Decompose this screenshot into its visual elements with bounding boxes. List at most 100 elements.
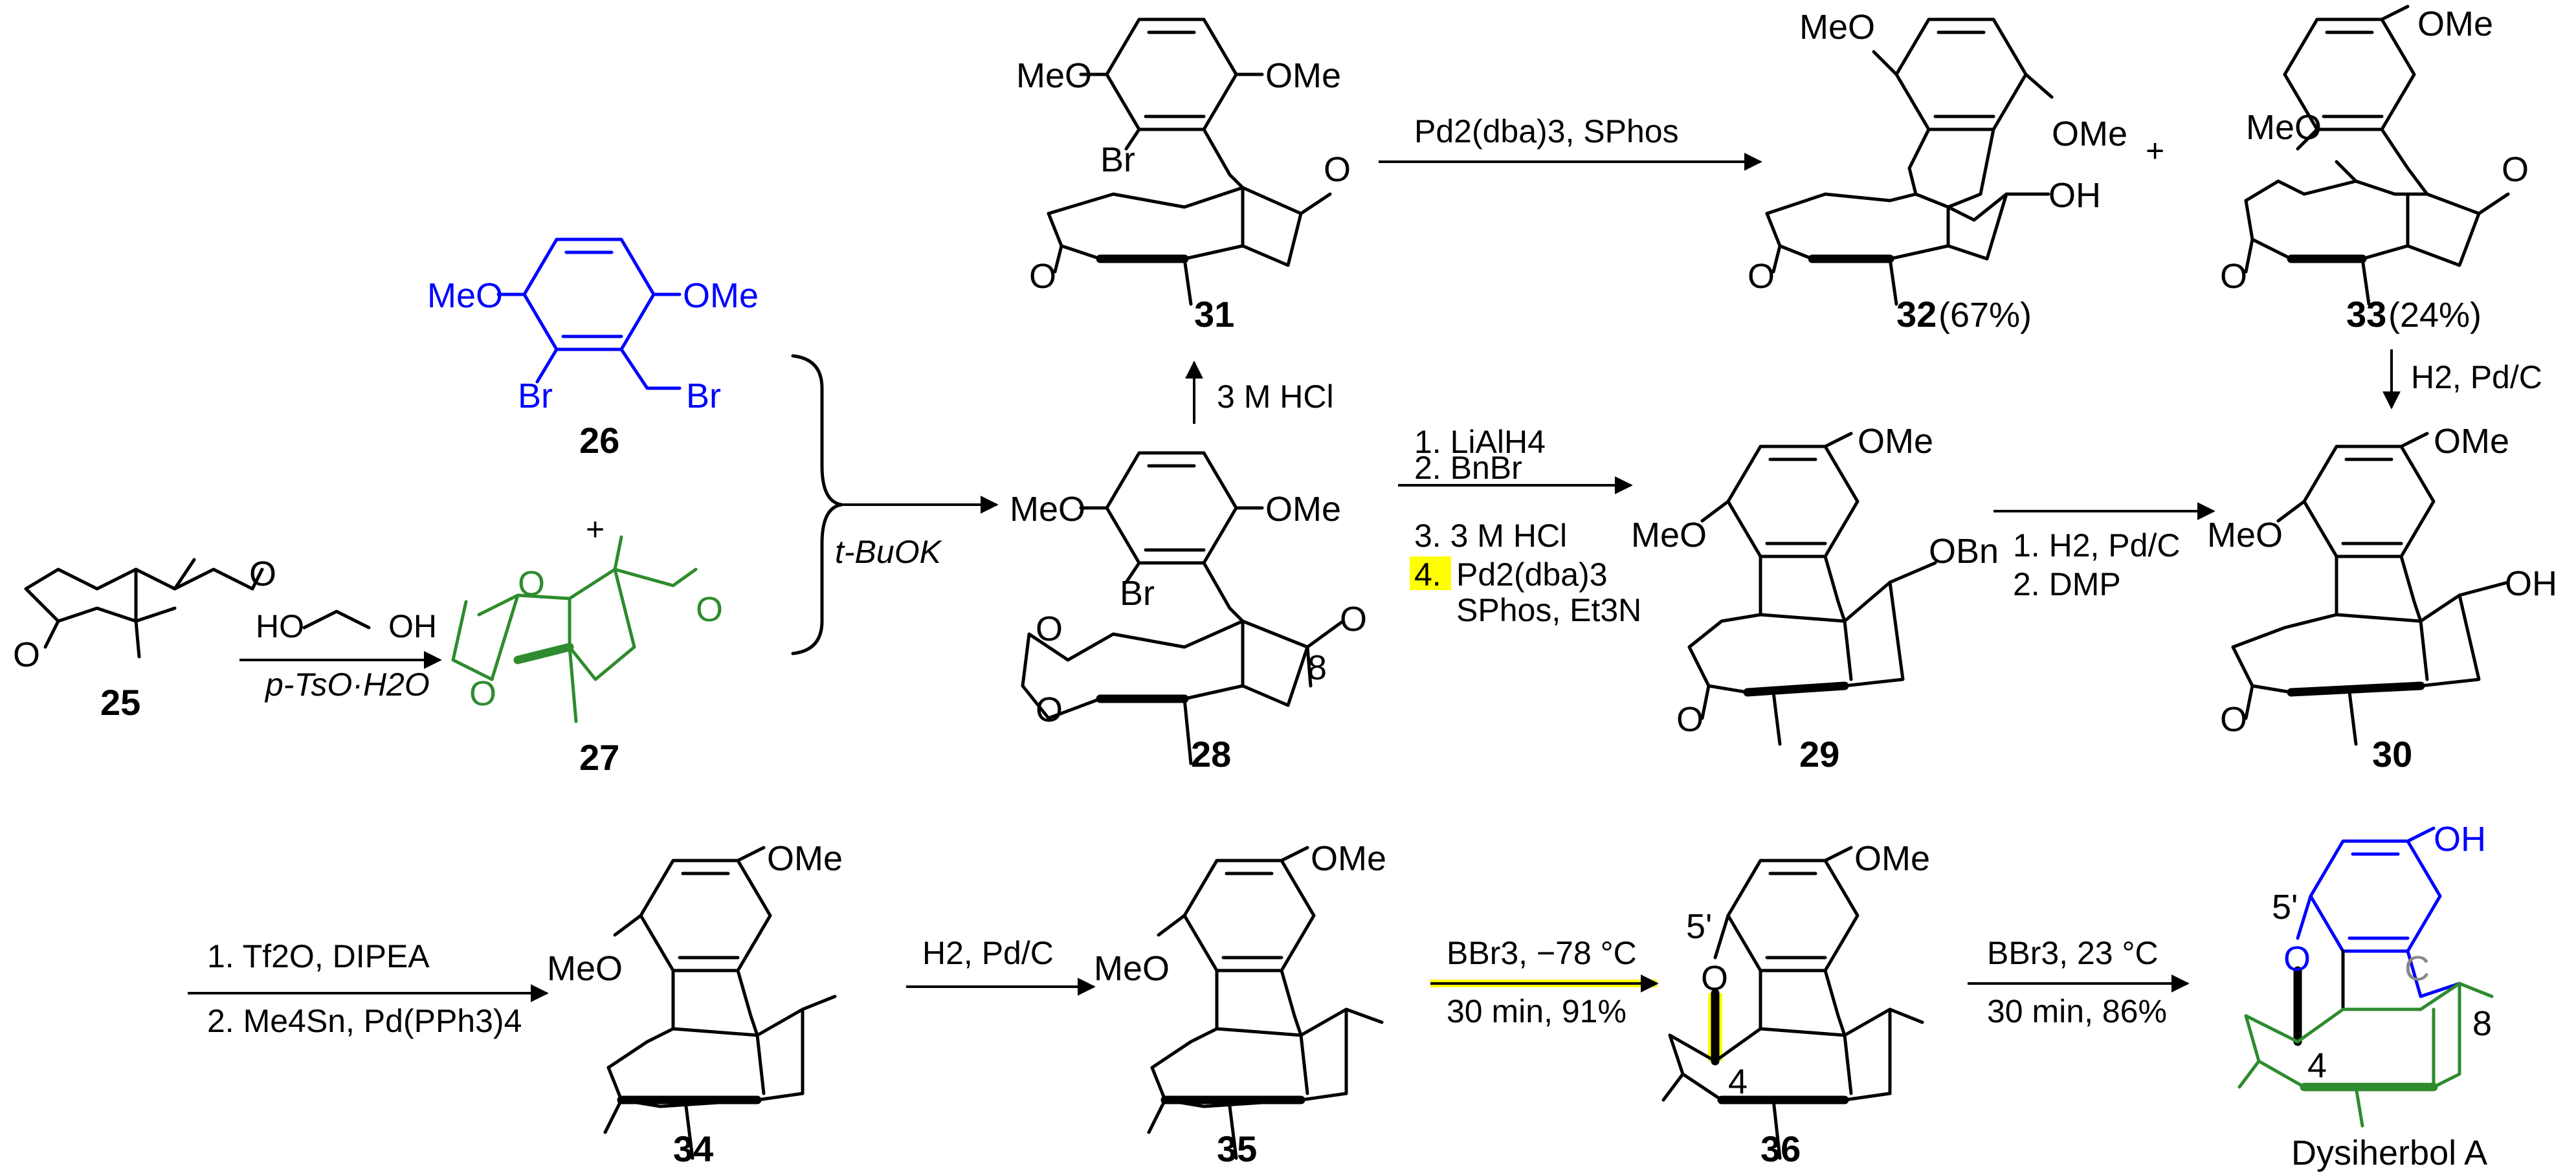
atom-ome: OMe — [2434, 422, 2509, 461]
atom-br: Br — [518, 377, 553, 415]
compound-33: OMe MeO O O 33 (24%) — [2220, 5, 2529, 335]
atom-o: O — [2283, 939, 2311, 978]
compound-27-label: 27 — [579, 737, 619, 778]
compound-25: O O 25 — [13, 555, 276, 723]
atom-o: O — [1748, 257, 1775, 296]
atom-o: O — [249, 555, 276, 593]
reaction-brace-t-buok: t-BuOK — [791, 354, 999, 655]
reagent-t-buok: t-BuOK — [835, 534, 943, 570]
compound-28: MeO OMe Br O O O 8 28 — [1010, 451, 1367, 774]
atom-meo: MeO — [1799, 8, 1875, 47]
atom-number-8: 8 — [2472, 1004, 2492, 1043]
atom-number-5prime: 5' — [2272, 888, 2298, 927]
compound-26: MeO OMe Br Br 26 — [427, 237, 759, 461]
atom-ome: OMe — [767, 839, 843, 878]
reagent-step3: 3. 3 M HCl — [1414, 518, 1567, 554]
reagent-h2-pdc: H2, Pd/C — [922, 935, 1054, 971]
ring-c-label: C — [2404, 949, 2430, 988]
reaction-arrow-28-29: 1. LiAlH4 2. BnBr 3. 3 M HCl 4. Pd2(dba)… — [1398, 424, 1641, 628]
reaction-arrow-30-34: 1. Tf2O, DIPEA 2. Me4Sn, Pd(PPh3)4 — [188, 938, 549, 1039]
atom-ome: OMe — [1265, 490, 1341, 529]
atom-o: O — [696, 590, 723, 629]
atom-meo: MeO — [427, 276, 503, 315]
reagent-tf2o-dipea: 1. Tf2O, DIPEA — [207, 938, 430, 974]
reagent-ethylene-glycol-oh: OH — [388, 608, 437, 644]
atom-meo: MeO — [2246, 108, 2322, 147]
atom-meo: MeO — [547, 949, 623, 988]
reagent-time-yield: 30 min, 86% — [1987, 993, 2167, 1029]
reagent-h2-pdc: 1. H2, Pd/C — [2013, 527, 2180, 564]
compound-32-label: 32 — [1896, 294, 1937, 335]
atom-o: O — [469, 674, 496, 713]
reagent-me4sn: 2. Me4Sn, Pd(PPh3)4 — [207, 1003, 522, 1039]
reaction-arrow-hcl: 3 M HCl — [1185, 360, 1334, 424]
compound-33-yield: (24%) — [2388, 296, 2482, 335]
compound-32-yield: (67%) — [1938, 296, 2032, 335]
reaction-arrow-35-36: BBr3, −78 °C 30 min, 91% — [1430, 935, 1659, 1029]
reagent-time-yield: 30 min, 91% — [1447, 993, 1627, 1029]
atom-ome: OMe — [1858, 422, 1933, 461]
compound-30-label: 30 — [2372, 734, 2412, 774]
reagent-dmp: 2. DMP — [2013, 566, 2121, 602]
reaction-arrow-36-dysiherbol: BBr3, 23 °C 30 min, 86% — [1968, 935, 2190, 1029]
reagent-pd2dba3-sphos: Pd2(dba)3, SPhos — [1414, 113, 1679, 149]
compound-34: OMe MeO 34 — [547, 839, 843, 1169]
atom-br: Br — [1120, 574, 1155, 613]
reagent-step4-ligand: SPhos, Et3N — [1456, 592, 1641, 628]
compound-35: OMe MeO 35 — [1094, 839, 1386, 1169]
compound-35-label: 35 — [1217, 1128, 1257, 1169]
compound-27: O O O 27 — [451, 535, 723, 778]
reagent-step2: 2. BnBr — [1414, 450, 1522, 486]
compound-31: MeO OMe Br O O 31 — [1016, 17, 1351, 335]
compound-25-label: 25 — [100, 682, 140, 723]
reagent-ethylene-glycol-ho: HO — [256, 608, 304, 644]
atom-o: O — [1036, 609, 1063, 648]
compound-36-label: 36 — [1760, 1128, 1801, 1169]
atom-meo: MeO — [1010, 490, 1085, 529]
reagent-h2-pdc: H2, Pd/C — [2411, 359, 2542, 395]
atom-ome: OMe — [1854, 839, 1930, 878]
reagent-ptsoh: p-TsO·H2O — [264, 666, 430, 703]
reaction-arrow-33-30: H2, Pd/C — [2382, 349, 2542, 410]
reagent-step4-number: 4. — [1414, 556, 1441, 593]
reaction-arrow-1: HO OH p-TsO·H2O — [239, 608, 442, 703]
atom-meo: MeO — [1016, 56, 1092, 95]
reagent-bbr3-rt: BBr3, 23 °C — [1987, 935, 2159, 971]
compound-29: OMe MeO OBn O 29 — [1631, 422, 1999, 774]
reaction-arrow-34-35: H2, Pd/C — [906, 935, 1096, 996]
atom-o: O — [2220, 257, 2247, 296]
atom-ome: OMe — [2052, 115, 2127, 153]
atom-oh: OH — [2049, 176, 2101, 215]
compound-dysiherbol-a: OH O 5' 4 8 C Dysiherbol A — [2237, 820, 2494, 1172]
atom-o: O — [518, 564, 545, 603]
atom-number-4: 4 — [2307, 1046, 2327, 1085]
compound-34-label: 34 — [673, 1128, 713, 1169]
step-4-highlight — [1410, 556, 1451, 590]
plus-sign: + — [586, 511, 605, 547]
atom-o: O — [1676, 700, 1704, 739]
atom-meo: MeO — [1094, 949, 1170, 988]
dysiherbol-a-label: Dysiherbol A — [2291, 1134, 2487, 1172]
atom-o: O — [1701, 959, 1728, 998]
atom-br: Br — [686, 377, 721, 415]
atom-o: O — [2220, 700, 2247, 739]
atom-o: O — [1324, 150, 1351, 189]
compound-36: OMe O 5' 4 36 — [1661, 839, 1930, 1169]
atom-o: O — [2502, 150, 2529, 189]
atom-ome: OMe — [683, 276, 759, 315]
compound-28-label: 28 — [1191, 734, 1231, 774]
reaction-arrow-pd-sphos: Pd2(dba)3, SPhos — [1379, 113, 1762, 171]
compound-31-label: 31 — [1194, 294, 1234, 335]
compound-33-label: 33 — [2346, 294, 2386, 335]
reagent-3m-hcl: 3 M HCl — [1217, 379, 1334, 415]
atom-meo: MeO — [2207, 516, 2283, 555]
atom-number-5prime: 5' — [1686, 907, 1712, 946]
reagent-step1: 1. LiAlH4 — [1414, 424, 1546, 460]
atom-ome: OMe — [1311, 839, 1386, 878]
reagent-step4: Pd2(dba)3 — [1456, 556, 1608, 593]
atom-o: O — [1029, 257, 1056, 296]
compound-29-label: 29 — [1799, 734, 1839, 774]
atom-number-8: 8 — [1307, 648, 1327, 687]
atom-br: Br — [1100, 140, 1135, 179]
